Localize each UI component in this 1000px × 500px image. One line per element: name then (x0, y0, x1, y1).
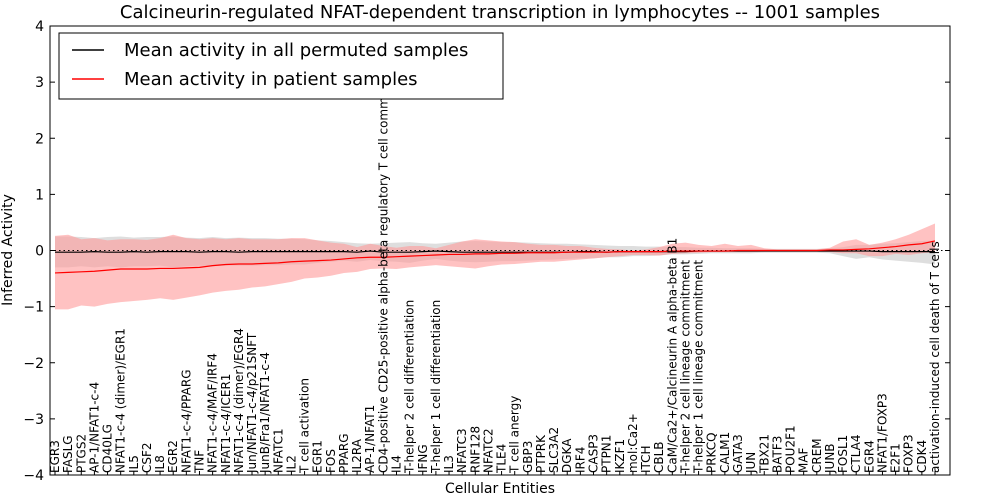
y-tick-label: −2 (23, 356, 44, 372)
y-axis-ticks: −4 −3 −2 −1 0 1 2 3 4 (23, 19, 950, 484)
legend: Mean activity in all permuted samplesMea… (58, 32, 504, 100)
x-tick-label: CASP3 (587, 434, 601, 473)
x-tick-label: T-helper 1 cell lineage commitment (692, 260, 706, 474)
y-tick-label: −3 (23, 412, 44, 428)
x-tick-label: TBX21 (757, 434, 771, 474)
x-tick-label: T cell activation (298, 378, 312, 474)
x-tick-label: SLC3A2 (547, 427, 561, 473)
x-tick-label: AP-1/NFAT1-c-4 (87, 382, 101, 473)
x-tick-label: mol:Ca2+ (626, 413, 640, 473)
x-tick-label: NFAT1-c-4 (dimer)/EGR1 (114, 328, 128, 473)
x-tick-label: T-helper 2 cell differentiation (403, 300, 417, 474)
x-tick-label: GATA3 (731, 434, 745, 473)
y-tick-label: 3 (35, 75, 44, 91)
x-tick-label: FOS (324, 449, 338, 473)
confidence-bands (55, 223, 935, 310)
x-tick-label: NFAT1/FOXP3 (875, 393, 889, 473)
x-tick-label: IL8 (153, 455, 167, 473)
x-tick-label: IFNG (416, 444, 430, 473)
x-tick-label: MAF (797, 447, 811, 473)
x-tick-label: DGKA (560, 438, 574, 473)
x-tick-label: activation-induced cell death of T cells (928, 241, 942, 473)
series-line-2 (54, 240, 936, 274)
x-tick-label: IL5 (127, 455, 141, 473)
x-tick-label: CDK4 (915, 440, 929, 473)
series-lines (54, 240, 936, 274)
x-tick-label: IRF4 (573, 447, 587, 473)
x-tick-label: EGR3 (48, 440, 62, 473)
x-tick-label: T cell anergy (508, 396, 522, 474)
x-tick-label: T-helper 1 cell differentiation (429, 300, 443, 474)
x-tick-label: NFATC2 (481, 428, 495, 473)
x-axis-label: Cellular Entities (445, 481, 555, 497)
y-tick-label: 1 (35, 187, 44, 203)
x-tick-label: FOXP3 (902, 434, 916, 473)
y-tick-label: 4 (35, 19, 44, 35)
x-tick-label: CBLB (652, 441, 666, 473)
y-tick-label: 2 (35, 131, 44, 147)
x-tick-label: FASLG (61, 435, 75, 473)
x-tick-label: CSF2 (140, 442, 154, 473)
x-tick-label: EGR4 (862, 440, 876, 473)
x-tick-label: NFAT1-c-4/PPARG (179, 369, 193, 473)
x-tick-label: Jun/NFAT1-c-4/p21SNFT (245, 332, 259, 474)
x-tick-label: JunB/Fra1/NFAT1-c-4 (258, 352, 272, 474)
legend-label-2: Mean activity in patient samples (124, 69, 418, 90)
y-tick-label: −4 (23, 468, 44, 484)
x-tick-label: NFAT1-c-4/ICER1 (219, 374, 233, 473)
x-tick-label: RNF128 (468, 426, 482, 473)
x-tick-label: PTPRK (534, 434, 548, 473)
x-tick-label: JUNB (823, 443, 837, 474)
x-tick-label: FOSL1 (836, 435, 850, 473)
y-tick-label: −1 (23, 300, 44, 316)
x-tick-label: EGR2 (166, 440, 180, 473)
legend-label-1: Mean activity in all permuted samples (124, 40, 468, 61)
x-tick-label: IKZF1 (613, 439, 627, 473)
chart-title: Calcineurin-regulated NFAT-dependent tra… (120, 2, 880, 23)
confidence-band-2 (55, 223, 935, 310)
x-tick-label: IL2RA (350, 438, 364, 473)
x-tick-label: T-helper 2 cell lineage commitment (678, 260, 692, 474)
x-tick-label: EGR1 (311, 440, 325, 473)
x-tick-label: JUN (744, 452, 758, 474)
x-tick-label: NFATC1 (271, 428, 285, 473)
x-tick-label: CALM1 (718, 432, 732, 473)
x-tick-label: ITCH (639, 445, 653, 473)
x-tick-label: NFAT1-c-4 (dimer)/EGR4 (232, 328, 246, 473)
x-tick-label: TLE4 (495, 444, 509, 474)
x-tick-label: AP-1/NFAT1 (363, 405, 377, 473)
x-tick-label: CTLA4 (849, 434, 863, 473)
x-tick-label: BATF3 (770, 436, 784, 473)
x-tick-label: GBP3 (521, 441, 535, 473)
x-tick-label: CD40LG (101, 424, 115, 473)
x-tick-label: POU2F1 (784, 425, 798, 473)
x-tick-label: PRKCQ (705, 432, 719, 473)
x-tick-label: PTPN1 (600, 435, 614, 473)
x-tick-label: PPARG (337, 433, 351, 473)
x-tick-label: IL3 (442, 455, 456, 473)
legend-box (58, 32, 504, 100)
x-tick-label: NFATC3 (455, 428, 469, 473)
x-tick-label: IL2 (284, 455, 298, 473)
x-tick-label: TNF (192, 450, 206, 474)
y-axis-label: Inferred Activity (0, 194, 16, 306)
y-tick-label: 0 (35, 244, 44, 260)
x-tick-label: NFAT1-c-4/MAF/IRF4 (206, 353, 220, 473)
x-tick-label: CaM/Ca2+/Calcineurin A alpha-beta B1 (665, 238, 679, 473)
x-tick-label: CD4-positive CD25-positive alpha-beta re… (376, 57, 390, 473)
x-tick-label: E2F1 (889, 443, 903, 473)
x-tick-label: IL4 (389, 455, 403, 473)
x-tick-label: PTGS2 (74, 434, 88, 473)
x-tick-label: CREM (810, 438, 824, 473)
